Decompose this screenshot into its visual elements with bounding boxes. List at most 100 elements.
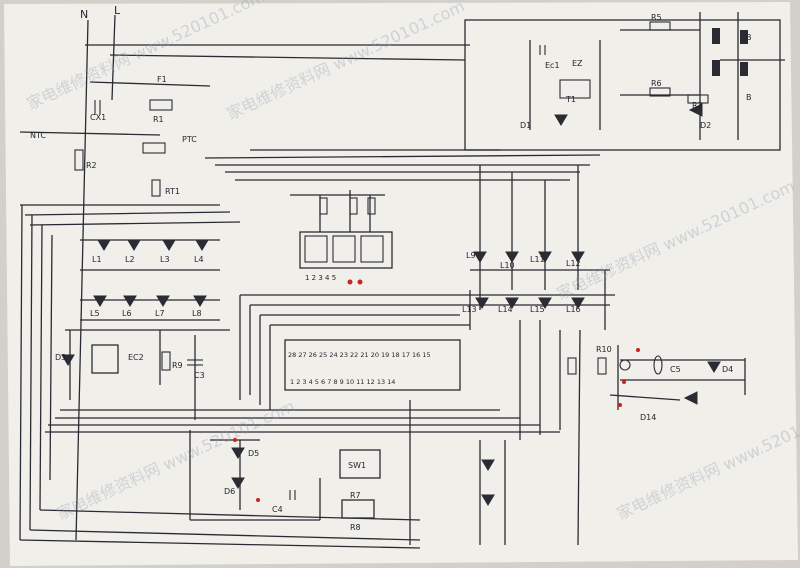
r8-label: R8: [350, 523, 361, 532]
led-l12-icon: [571, 251, 585, 263]
ic-pins-bottom-label: 1 2 3 4 5 6 7 8 9 10 11 12 13 14: [290, 378, 395, 386]
r7-label: R7: [350, 491, 361, 500]
d4-label: D4: [722, 365, 733, 374]
ec2-label: EC2: [128, 353, 144, 362]
transistor-2: [712, 60, 720, 76]
diode-d6-icon: [231, 477, 245, 489]
c1-label: CX1: [90, 113, 106, 122]
led-l2-icon: [127, 239, 141, 251]
diode-d3-icon: [61, 354, 75, 366]
resistor-r21: [319, 197, 328, 215]
r2-label: R2: [86, 161, 97, 170]
led-l1-icon: [97, 239, 111, 251]
ntc-label: NTC: [30, 131, 46, 140]
l4-label: L4: [194, 255, 204, 264]
l1-label: L1: [92, 255, 102, 264]
c5-label: C5: [670, 365, 681, 374]
resistor-r22: [349, 197, 358, 215]
r6-label: R6: [651, 79, 662, 88]
transistor-4: [740, 62, 748, 76]
ic-pins-top-label: 28 27 26 25 24 23 22 21 20 19 18 17 16 1…: [288, 351, 431, 359]
l12-label: L12: [566, 259, 581, 268]
l9-label: L9: [466, 251, 476, 260]
resistor-r6: [649, 87, 671, 97]
l16-label: L16: [566, 305, 581, 314]
b1-label: B: [746, 33, 752, 42]
l15-label: L15: [530, 305, 545, 314]
diode-d4-icon: [707, 361, 721, 373]
sw1-label: SW1: [348, 461, 366, 470]
r10-label: R10: [596, 345, 612, 354]
labels: N L F1 CX1 R1 RT1 PTC R2 NTC Ec1 EZ T1 R…: [30, 4, 752, 532]
diode-d1-icon: [554, 114, 568, 126]
l6-label: L6: [122, 309, 132, 318]
mains-l-label: L: [114, 4, 121, 17]
resistor-r3: [687, 94, 709, 104]
r5-label: R5: [651, 13, 662, 22]
diode-symbols: [61, 103, 721, 506]
resistor-rt1: [151, 179, 161, 197]
resistor-r9: [161, 351, 171, 371]
sensor-node: [619, 359, 631, 371]
d3-label: D3: [55, 353, 66, 362]
ec1-label: Ec1: [545, 61, 560, 70]
digit-3: [360, 235, 384, 263]
diode-d2-icon: [688, 103, 703, 117]
diode-d14-icon: [683, 391, 698, 405]
l5-label: L5: [90, 309, 100, 318]
digit-2: [332, 235, 356, 263]
display-pins-label: 1 2 3 4 5: [305, 274, 336, 282]
d1-label: D1: [520, 121, 531, 130]
wiring: [19, 12, 785, 549]
digit-1: [304, 235, 328, 263]
r3-label: R3: [692, 101, 703, 110]
transformer-t1: [559, 79, 591, 99]
resistor-r5: [649, 21, 671, 31]
led-l15-icon: [538, 297, 552, 309]
c4-label: C4: [272, 505, 283, 514]
led-l5-icon: [93, 295, 107, 307]
d2-label: D2: [700, 121, 711, 130]
led-l10-icon: [505, 251, 519, 263]
resistor-r1: [149, 99, 173, 111]
l2-label: L2: [125, 255, 135, 264]
ez-label: EZ: [572, 59, 583, 68]
transistor-3: [740, 30, 748, 44]
resistor-r11: [597, 357, 607, 375]
led-l7-icon: [156, 295, 170, 307]
rt1-label: RT1: [165, 187, 180, 196]
led-l9-icon: [473, 251, 487, 263]
switching-transistors: [712, 28, 748, 76]
r1-label: R1: [153, 115, 164, 124]
l7-label: L7: [155, 309, 165, 318]
diode-d5-icon: [231, 447, 245, 459]
resistor-r23: [367, 197, 376, 215]
l8-label: L8: [192, 309, 202, 318]
d14-label: D14: [640, 413, 656, 422]
b2-label: B: [746, 93, 752, 102]
fuse-box: [142, 142, 166, 154]
led-l6-icon: [123, 295, 137, 307]
r9-label: R9: [172, 361, 183, 370]
resistor-r2: [74, 149, 84, 171]
led-l3-icon: [162, 239, 176, 251]
component-c3: [653, 355, 663, 375]
transistor-1: [712, 28, 720, 44]
led-l17-icon: [481, 459, 495, 471]
d6-label: D6: [224, 487, 235, 496]
led-l4-icon: [195, 239, 209, 251]
l10-label: L10: [500, 261, 515, 270]
passive-components: [74, 21, 709, 500]
mains-n-label: N: [80, 8, 88, 21]
l14-label: L14: [498, 305, 513, 314]
led-l14-icon: [505, 297, 519, 309]
led-l13-icon: [475, 297, 489, 309]
t1-label: T1: [565, 95, 576, 104]
rt1-note-label: PTC: [182, 135, 197, 144]
led-l8-icon: [193, 295, 207, 307]
led-l16-icon: [571, 297, 585, 309]
led-l18-icon: [481, 494, 495, 506]
red-marks: [233, 279, 640, 502]
c3-label: C3: [194, 371, 205, 380]
